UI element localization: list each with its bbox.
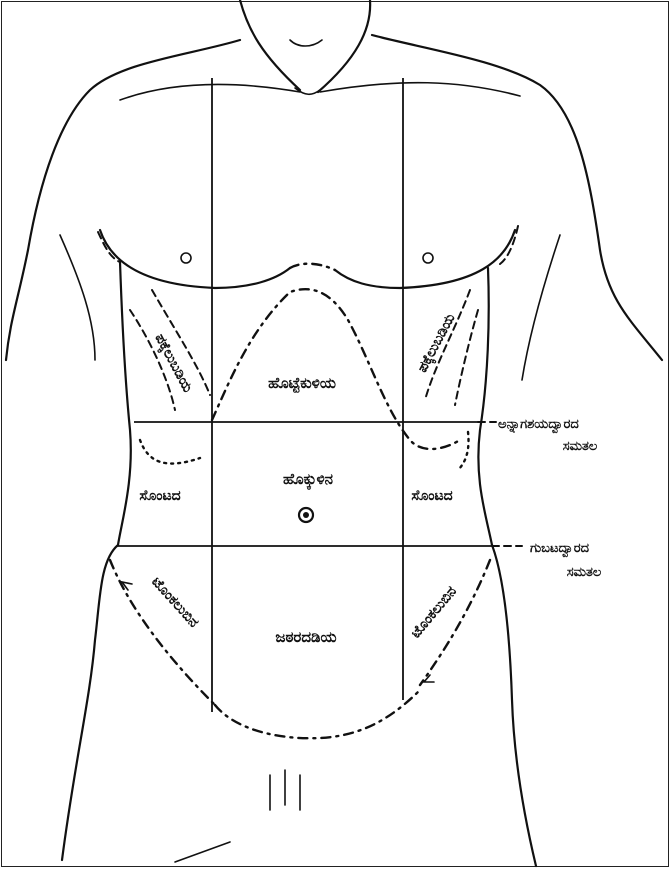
- umbilical-label: ಹೊಕ್ಕುಳಿನ: [283, 470, 333, 491]
- right-lower-rib-dotted: [458, 432, 469, 470]
- intertubercular-plane-label-line2: ಸಮತಲ: [567, 565, 602, 580]
- pubic-curve: [215, 690, 420, 738]
- intertubercular-plane-label-line1: ಗುಬಟದ್ವಾರದ: [530, 541, 590, 558]
- right-inner-arm-line: [522, 235, 560, 380]
- umbilicus-center: [303, 512, 309, 518]
- hypogastric-label: ಜಠರದಡಿಯ: [275, 628, 336, 646]
- left-lumbar-label: ಸೊಂಟದ: [411, 488, 452, 504]
- left-hip-leg-outline: [62, 545, 118, 860]
- right-iliac-label: ಟೊಂಕಲುಬಿನ: [148, 574, 201, 631]
- clavicle-right: [320, 83, 520, 96]
- right-shoulder-arm-outline: [372, 35, 662, 360]
- thigh-crease: [175, 842, 230, 862]
- transpyloric-plane-label-line1: ಅನ್ನಾಗಶಯದ್ವಾರದ: [498, 417, 579, 434]
- left-hypochondriac-label: ಪಕ್ಕೆಲುಬಡಿಯ: [414, 311, 459, 376]
- right-torso-side: [478, 268, 492, 545]
- left-torso-side: [118, 262, 131, 545]
- right-lumbar-label: ಸೊಂಟದ: [139, 488, 180, 504]
- right-hypochondriac-label: ಪಕ್ಕೆಲುಬಡಿಯ: [150, 331, 195, 396]
- right-nipple: [423, 253, 433, 263]
- left-nipple: [181, 253, 191, 263]
- clavicle-left: [120, 84, 300, 100]
- transpyloric-plane-label-line2: ಸಮತಲ: [563, 439, 598, 454]
- neck-right-outline: [318, 0, 370, 92]
- right-costal-margin-line2: [455, 310, 478, 405]
- left-pectoral-curve: [100, 230, 290, 288]
- neck-left-outline: [240, 0, 300, 90]
- left-iliac-label: ಟೊಂಕಲುಬಿನ: [408, 583, 460, 641]
- right-hip-leg-outline: [492, 545, 536, 866]
- chest-dashed-separation: [290, 264, 335, 270]
- left-lower-rib-dotted: [140, 440, 200, 464]
- neck-fold: [290, 40, 322, 46]
- left-inner-arm-line: [60, 235, 95, 360]
- epigastric-label: ಹೊಟ್ಟೆಕುಳಿಯ: [268, 374, 336, 393]
